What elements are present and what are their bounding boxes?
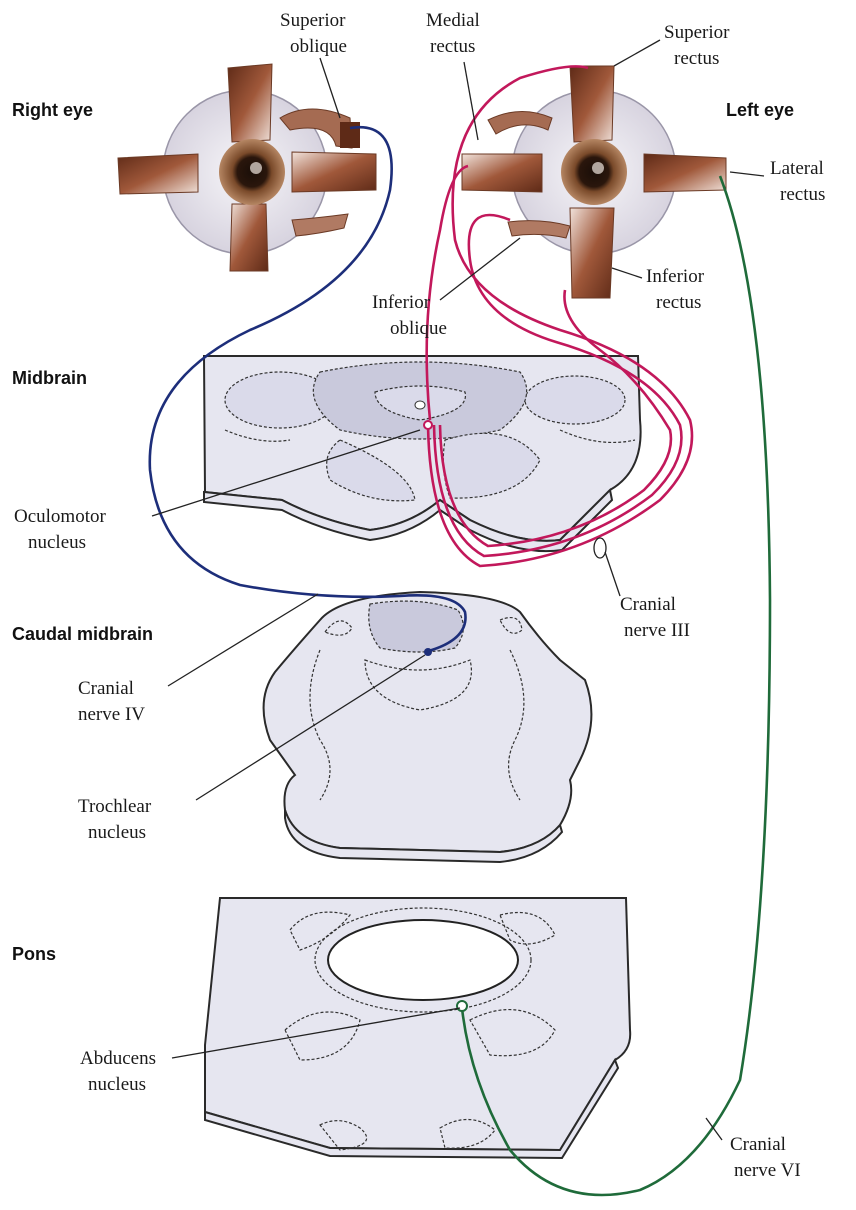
svg-text:Lateral: Lateral <box>770 158 824 179</box>
midbrain-heading: Midbrain <box>12 368 87 388</box>
pons-section <box>205 898 630 1158</box>
superior-oblique-label: Superior oblique <box>280 10 347 57</box>
svg-text:Cranial: Cranial <box>78 678 134 699</box>
svg-text:rectus: rectus <box>780 184 825 205</box>
svg-text:Abducens: Abducens <box>80 1048 156 1069</box>
svg-text:Oculomotor: Oculomotor <box>14 506 106 527</box>
right-eye-heading: Right eye <box>12 100 93 120</box>
cranial-nerve-iii-label: Cranial nerve III <box>620 594 690 641</box>
left-eye <box>462 66 726 298</box>
abducens-nucleus-label: Abducens nucleus <box>80 1048 156 1095</box>
svg-text:rectus: rectus <box>430 36 475 57</box>
superior-rectus-label: Superior rectus <box>664 22 730 69</box>
cranial-nerve-vi-label: Cranial nerve VI <box>730 1134 801 1181</box>
svg-text:nucleus: nucleus <box>28 532 86 553</box>
oculomotor-nucleus-marker <box>424 421 432 429</box>
caudal-midbrain-heading: Caudal midbrain <box>12 624 153 644</box>
left-eye-heading: Left eye <box>726 100 794 120</box>
inferior-rectus-label: Inferior rectus <box>646 266 705 313</box>
caudal-midbrain-section <box>264 592 592 862</box>
svg-text:Cranial: Cranial <box>620 594 676 615</box>
svg-text:Medial: Medial <box>426 10 480 31</box>
lateral-rectus-label: Lateral rectus <box>770 158 825 205</box>
cranial-nerve-iv-label: Cranial nerve IV <box>78 678 145 725</box>
svg-text:Inferior: Inferior <box>646 266 705 287</box>
midbrain-section <box>204 356 641 551</box>
svg-text:Inferior: Inferior <box>372 292 431 313</box>
svg-text:rectus: rectus <box>674 48 719 69</box>
trochlear-nucleus-label: Trochlear nucleus <box>78 796 152 843</box>
svg-text:Superior: Superior <box>664 22 730 43</box>
pons-heading: Pons <box>12 944 56 964</box>
abducens-nucleus-marker <box>457 1001 467 1011</box>
svg-text:nucleus: nucleus <box>88 1074 146 1095</box>
svg-text:nerve IV: nerve IV <box>78 704 145 725</box>
svg-text:oblique: oblique <box>290 36 347 57</box>
svg-text:nucleus: nucleus <box>88 822 146 843</box>
svg-text:Superior: Superior <box>280 10 346 31</box>
svg-text:oblique: oblique <box>390 318 447 339</box>
right-eye <box>118 64 376 271</box>
inferior-oblique-label: Inferior oblique <box>372 292 447 339</box>
svg-text:Cranial: Cranial <box>730 1134 786 1155</box>
svg-text:nerve III: nerve III <box>624 620 690 641</box>
oculomotor-nucleus-label: Oculomotor nucleus <box>14 506 106 553</box>
medial-rectus-label: Medial rectus <box>426 10 480 57</box>
svg-text:rectus: rectus <box>656 292 701 313</box>
svg-text:nerve VI: nerve VI <box>734 1160 801 1181</box>
trochlear-nucleus-marker <box>424 648 432 656</box>
svg-text:Trochlear: Trochlear <box>78 796 152 817</box>
